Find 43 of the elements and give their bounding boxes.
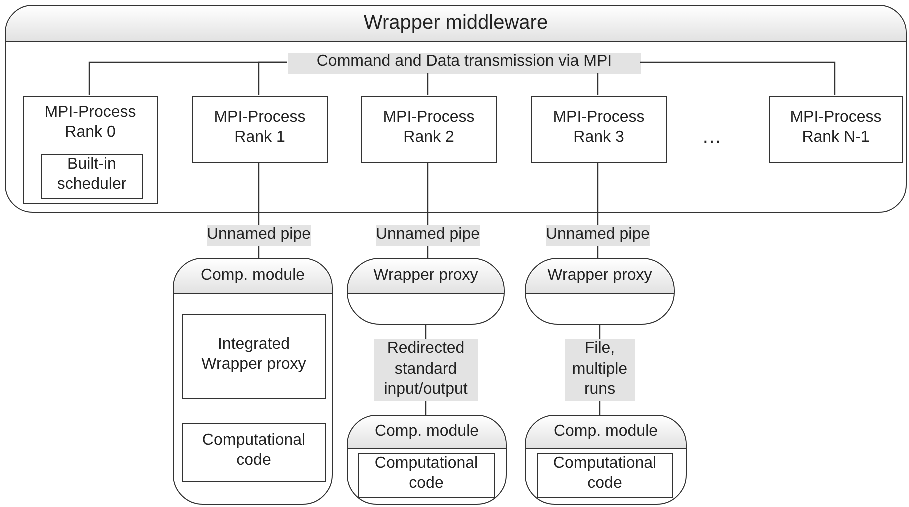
connector-line [258,62,287,95]
edge-label: Unnamed pipe [206,225,312,246]
box-label: Integrated Wrapper proxy [200,334,308,374]
heading: Wrapper proxy [374,267,478,285]
box-label: MPI-Process Rank 3 [552,108,646,148]
box-label: MPI-Process Rank 1 [213,108,307,148]
edge-label: Redirected standard input/output [374,338,478,402]
module-box [525,415,687,505]
proxy-box [347,258,505,325]
box-label: Computational code [374,454,480,494]
edge-label: File, multiple runs [565,338,635,402]
proxy-box [182,314,326,399]
module-box [173,258,333,505]
process-box [361,96,497,163]
heading: Comp. module [374,423,480,441]
box-label: MPI-Process Rank 0 [44,103,138,143]
code-box [358,453,495,498]
heading: Comp. module [554,423,658,441]
box-label: Built-in scheduler [56,154,128,194]
code-box [537,453,673,498]
module-box [347,415,507,505]
connector-line [640,62,836,95]
box-label: Computational code [552,454,658,494]
edge-label: Unnamed pipe [376,225,480,246]
code-box [182,423,326,482]
bus-label-text: Command and Data transmission via MPI [316,52,612,70]
connector-line [597,73,599,95]
proxy-box [525,258,675,325]
box-label: Computational code [201,430,307,470]
box-label: MPI-Process Rank 2 [382,108,476,148]
heading: Comp. module [200,267,306,285]
process-box [23,96,158,204]
middleware-panel [5,5,907,213]
scheduler-box [41,154,143,199]
process-box [769,96,903,163]
ellipsis-label: … [702,126,722,149]
connector-line [427,73,429,95]
heading: Wrapper proxy [548,267,652,285]
edge-label: Unnamed pipe [546,225,650,246]
process-box [192,96,328,163]
process-box [531,96,667,163]
heading: Wrapper middleware [364,12,548,35]
box-label: MPI-Process Rank N-1 [789,108,883,148]
